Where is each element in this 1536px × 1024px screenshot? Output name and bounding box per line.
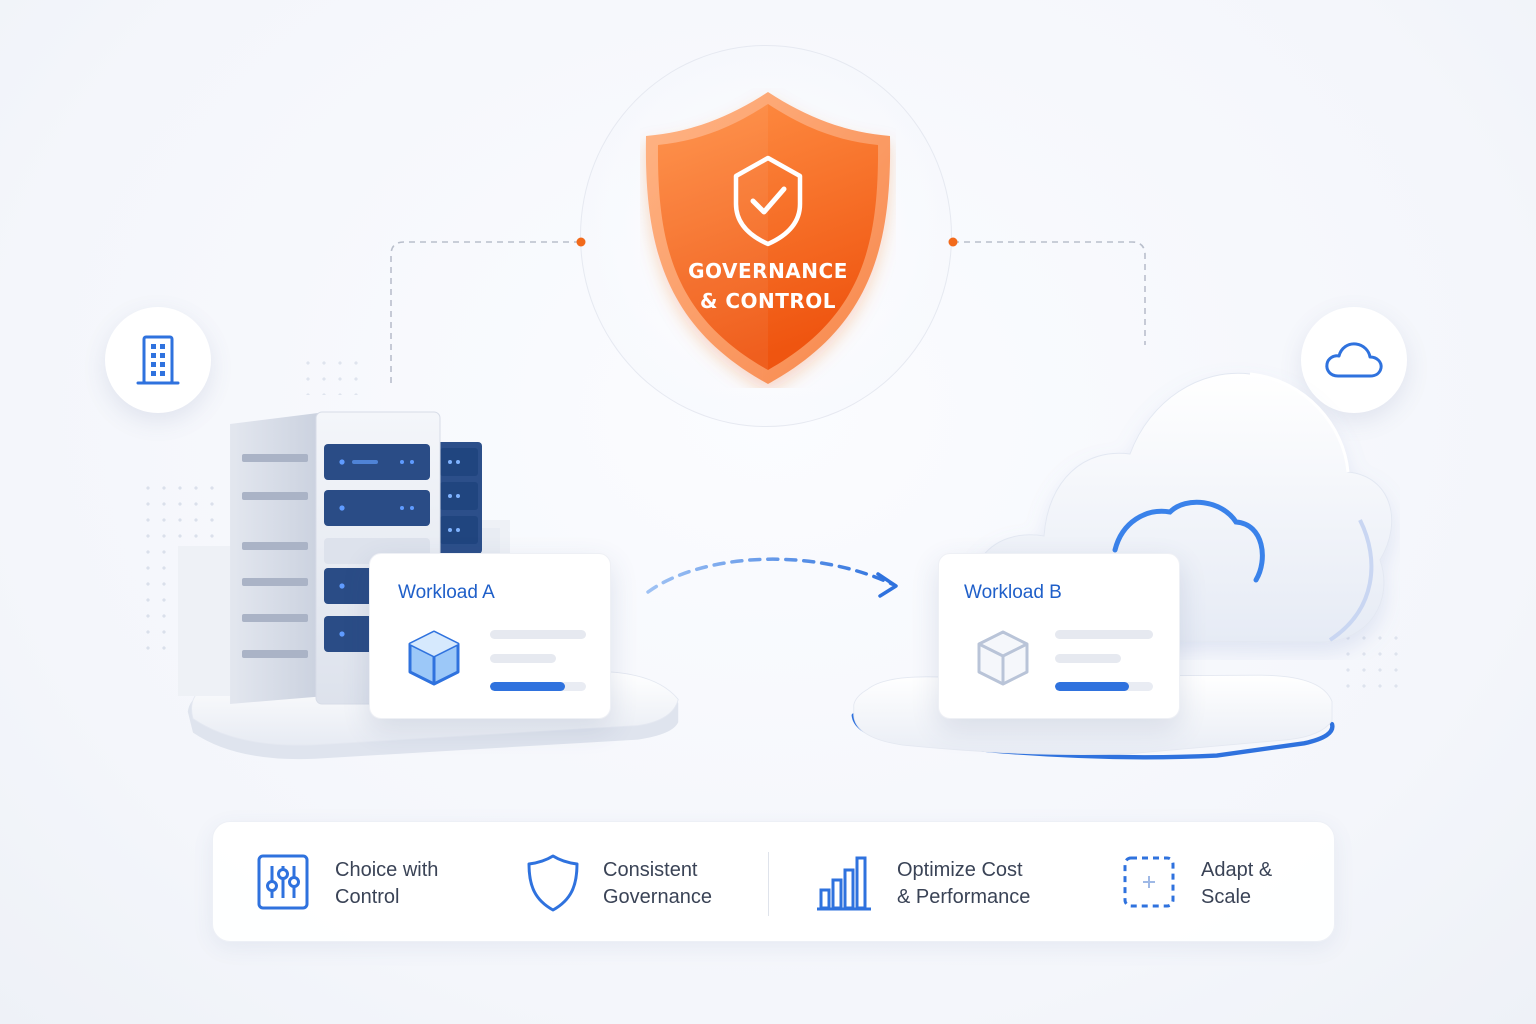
workload-a-progress — [490, 682, 586, 691]
expand-icon — [1123, 856, 1175, 908]
shield-label: GOVERNANCE & CONTROL — [640, 256, 896, 316]
workload-a-progress-fill — [490, 682, 565, 691]
feature-choice-control: Choice with Control — [213, 822, 493, 943]
cloud-icon — [1325, 342, 1383, 378]
workload-b-card[interactable]: Workload B — [938, 553, 1180, 719]
workload-a-card[interactable]: Workload A — [369, 553, 611, 719]
shield-label-line1: GOVERNANCE — [688, 259, 848, 283]
feature-line1: Consistent — [603, 859, 698, 881]
feature-text: Consistent Governance — [603, 857, 712, 911]
cube-icon — [408, 630, 460, 686]
sliders-icon — [257, 854, 309, 910]
workload-b-progress — [1055, 682, 1153, 691]
feature-optimize-cost: Optimize Cost & Performance — [793, 822, 1083, 943]
feature-line2: Governance — [603, 886, 712, 908]
feature-line2: Control — [335, 886, 400, 908]
shield-check-icon — [733, 155, 803, 247]
feature-adapt-scale: Adapt & Scale — [1093, 822, 1333, 943]
dot-pattern-right — [1340, 630, 1410, 690]
features-bar: Choice with Control Consistent Governanc… — [212, 821, 1335, 942]
feature-consistent-governance: Consistent Governance — [493, 822, 763, 943]
feature-text: Adapt & Scale — [1201, 857, 1272, 911]
dot-pattern-top — [300, 355, 360, 395]
governance-shield — [640, 88, 896, 388]
placeholder-line — [490, 654, 556, 663]
divider — [768, 852, 769, 916]
bar-chart-icon — [817, 856, 871, 911]
workload-a-title: Workload A — [398, 582, 495, 603]
on-prem-badge — [105, 307, 211, 413]
shield-label-line2: & CONTROL — [699, 289, 837, 313]
feature-line2: & Performance — [897, 886, 1031, 908]
feature-line1: Optimize Cost — [897, 859, 1023, 881]
feature-text: Choice with Control — [335, 857, 438, 911]
cloud-badge — [1301, 307, 1407, 413]
shield-icon — [527, 854, 579, 912]
feature-line2: Scale — [1201, 886, 1252, 908]
cube-outline-icon — [977, 630, 1029, 686]
feature-line1: Choice with — [335, 859, 439, 881]
workload-b-progress-fill — [1055, 682, 1129, 691]
workload-b-title: Workload B — [964, 582, 1062, 603]
placeholder-line — [1055, 654, 1121, 663]
placeholder-line — [1055, 630, 1153, 639]
building-icon — [136, 335, 180, 385]
migration-arrow — [646, 557, 898, 598]
feature-text: Optimize Cost & Performance — [897, 857, 1030, 911]
feature-line1: Adapt & — [1201, 859, 1273, 881]
placeholder-line — [490, 630, 586, 639]
